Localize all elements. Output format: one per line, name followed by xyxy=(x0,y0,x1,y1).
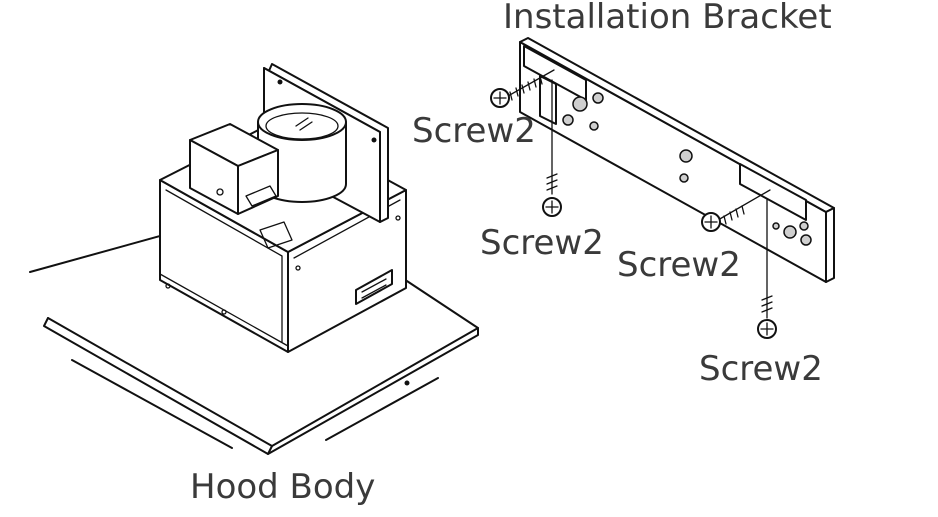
screw-middle-label: Screw2 xyxy=(617,245,741,285)
hood-duct-collar xyxy=(257,103,347,203)
installation-bracket-drawing xyxy=(519,37,835,283)
screw-bottom-left-icon xyxy=(542,79,562,217)
screw-bottom-right-label: Screw2 xyxy=(699,349,823,389)
screw-bottom-right-icon xyxy=(757,199,777,339)
screw-middle-icon xyxy=(701,189,771,232)
screw-bottom-left-label: Screw2 xyxy=(480,223,604,263)
hood-control-box xyxy=(189,123,293,249)
screw-top-left-label: Screw2 xyxy=(412,111,536,151)
hood-body-drawing xyxy=(29,63,479,455)
screw-top-left-icon xyxy=(490,69,555,108)
hood-body-label: Hood Body xyxy=(190,467,376,507)
installation-bracket-label: Installation Bracket xyxy=(503,0,832,37)
